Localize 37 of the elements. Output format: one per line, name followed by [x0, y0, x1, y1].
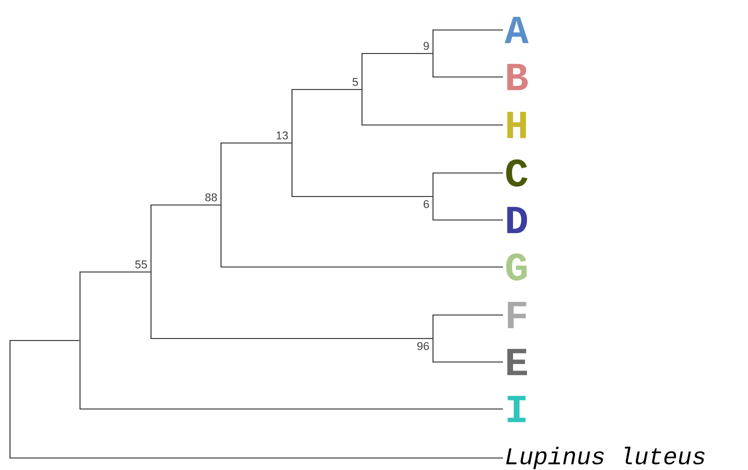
branch-line: [432, 196, 503, 221]
branch-line: [220, 205, 503, 268]
taxon-letter: F: [508, 302, 526, 328]
species-label: Lupinus luteus: [506, 446, 705, 470]
taxon-letter: H: [507, 112, 526, 138]
branch-line: [80, 271, 151, 273]
branch-line: [9, 340, 11, 459]
branch-line: [80, 408, 503, 410]
branch-line: [220, 142, 292, 205]
branch-line: [291, 88, 362, 143]
branch-line: [432, 172, 503, 196]
branch-line: [291, 143, 433, 198]
branch-line: [79, 271, 81, 410]
branch-line: [361, 90, 503, 126]
taxon-letter: B: [507, 64, 528, 90]
support-value: 5: [352, 78, 358, 86]
branch-line: [10, 457, 503, 459]
branch-line: [432, 314, 503, 338]
taxon-letter: G: [506, 253, 527, 281]
taxon-letter: D: [507, 206, 528, 234]
taxon-letter: C: [506, 159, 528, 187]
branch-line: [150, 204, 221, 272]
support-value: 96: [417, 342, 429, 350]
branch-line: [361, 52, 433, 90]
taxon-letter: E: [507, 348, 527, 376]
taxon-letter: A: [504, 16, 529, 44]
branch-line: [432, 29, 503, 54]
support-value: 13: [276, 131, 288, 140]
support-value: 6: [424, 200, 429, 208]
taxon-letter: I: [508, 396, 526, 422]
support-value: 55: [135, 260, 147, 268]
support-value: 9: [424, 42, 429, 50]
branch-line: [432, 54, 503, 78]
branch-line: [432, 338, 503, 363]
support-value: 88: [205, 193, 217, 202]
branch-line: [10, 340, 80, 342]
branch-line: [150, 272, 433, 340]
